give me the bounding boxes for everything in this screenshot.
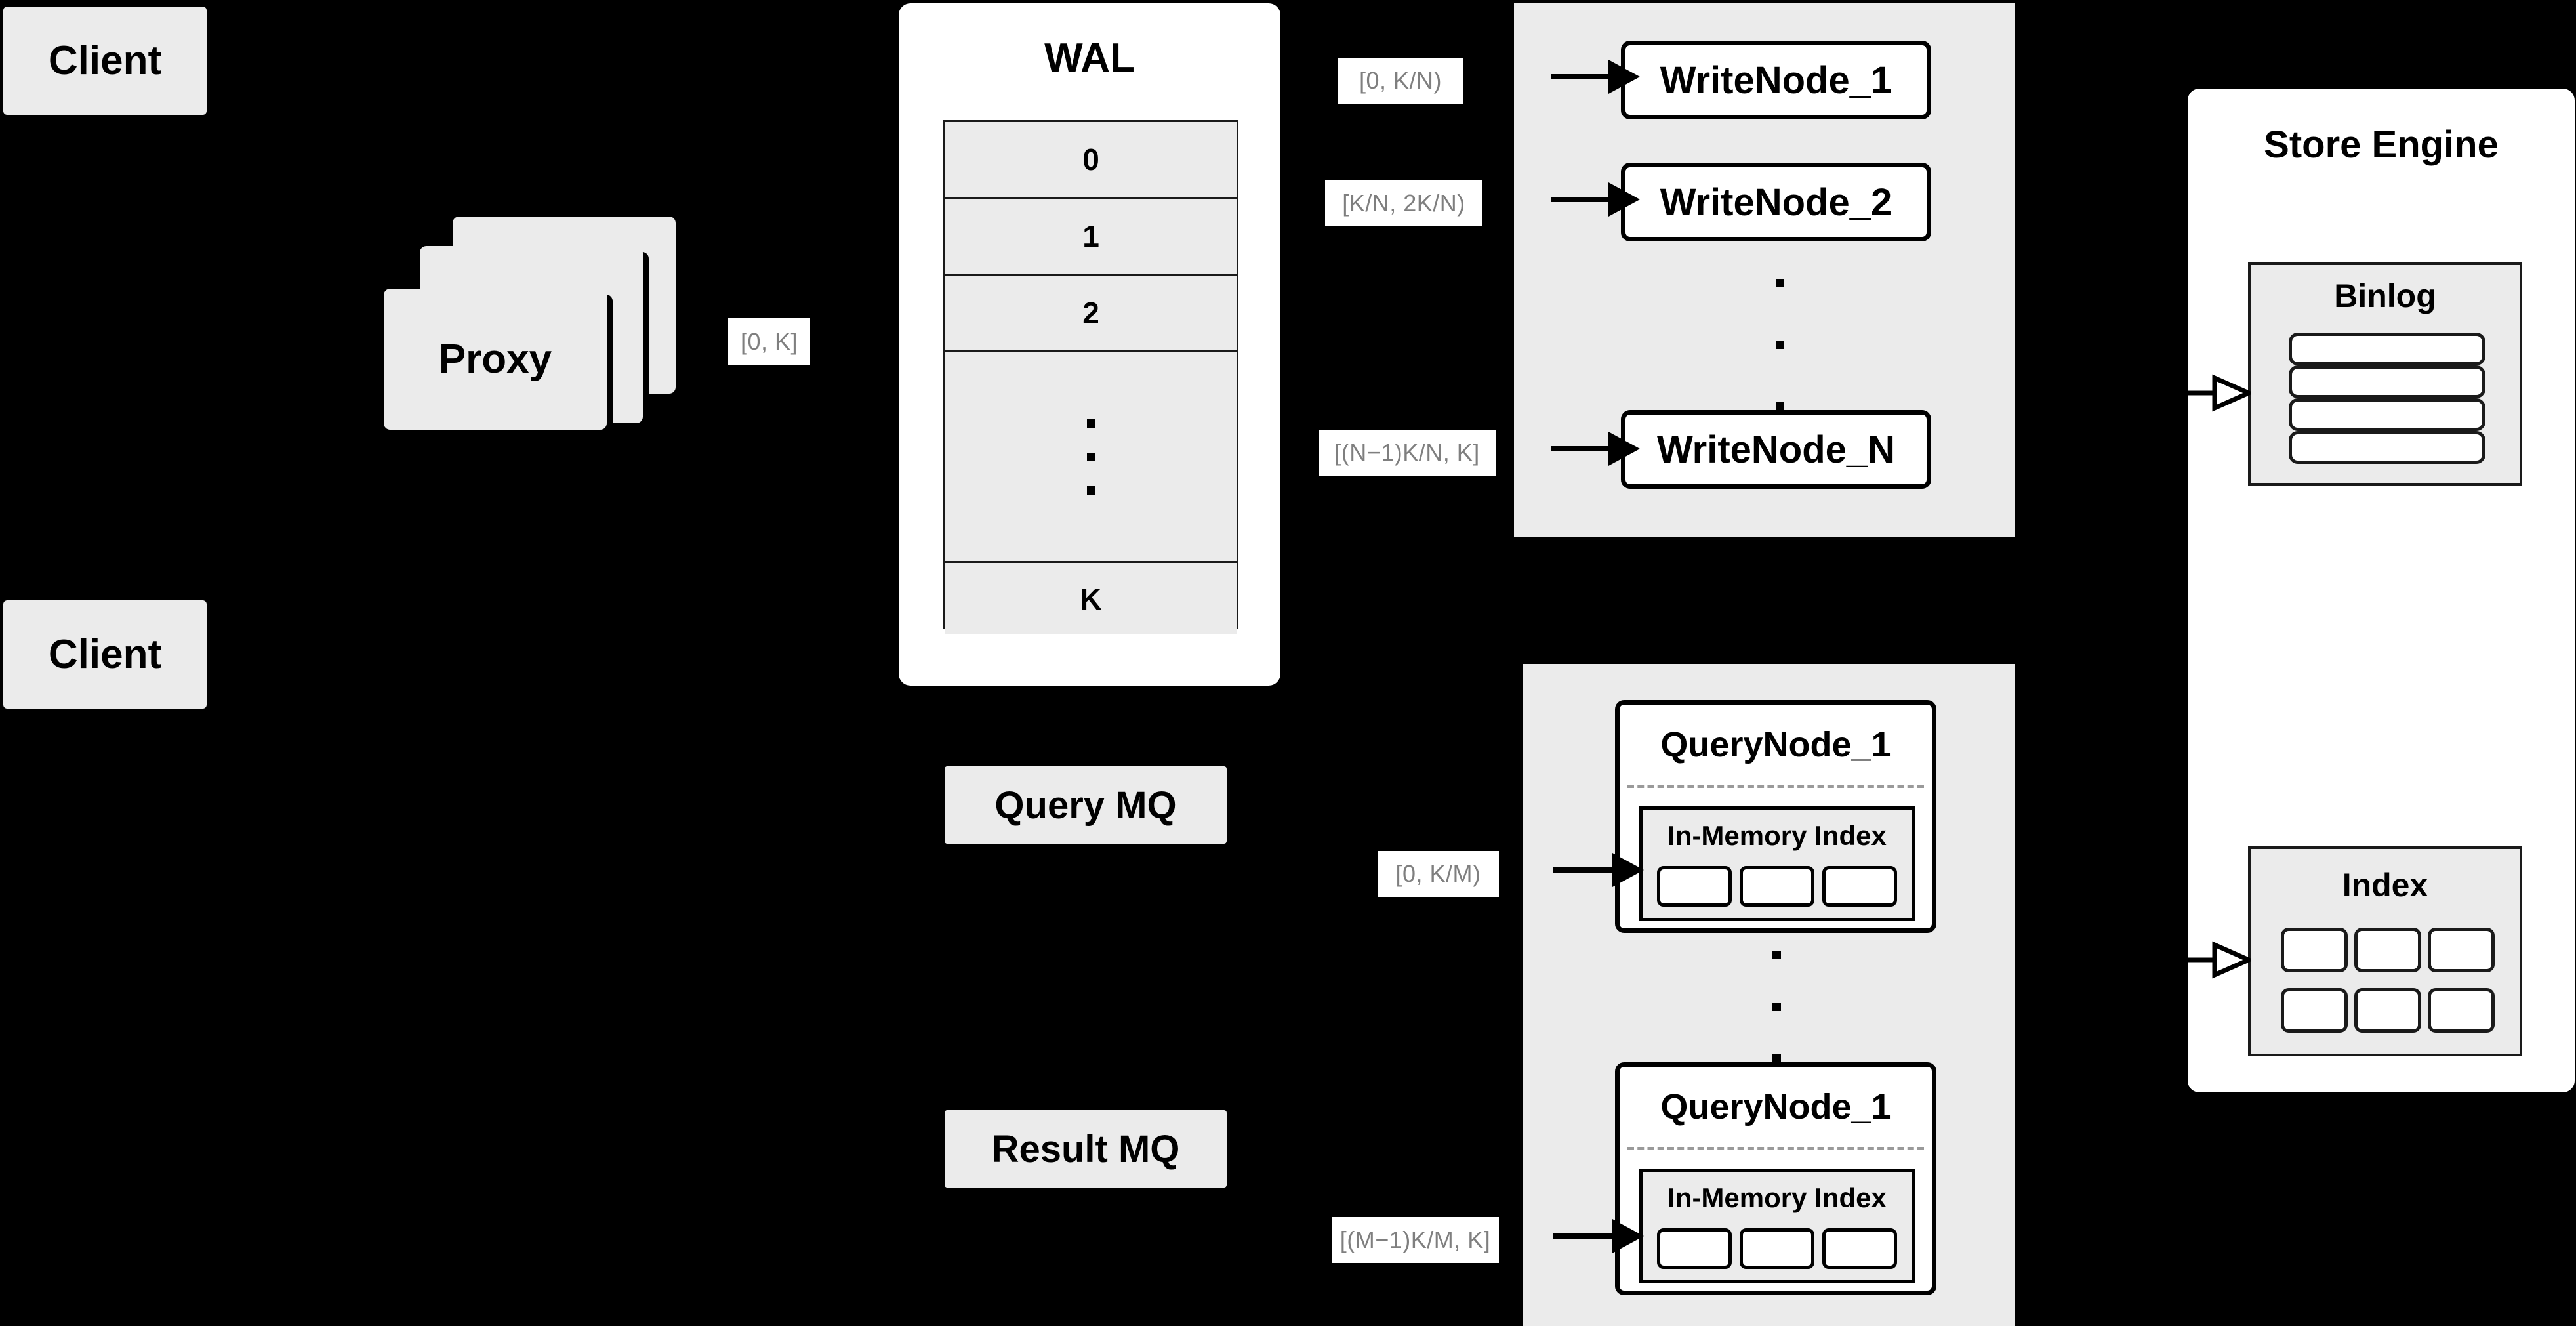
query-node-2-index-cells <box>1657 1228 1897 1269</box>
index-grid-row-1 <box>2281 928 2495 972</box>
query-node-2[interactable]: QueryNode_1 In-Memory Index <box>1615 1062 1936 1295</box>
proxy-range-label: [0, K] <box>728 318 810 365</box>
index-cell-1-1 <box>2281 928 2348 972</box>
index-grid-row-2 <box>2281 988 2495 1033</box>
write-node-n[interactable]: WriteNode_N <box>1621 410 1931 489</box>
query-node-1[interactable]: QueryNode_1 In-Memory Index <box>1615 700 1936 933</box>
write-arrow-head-n <box>1608 432 1640 466</box>
write-arrow-head-1 <box>1608 60 1640 94</box>
result-mq-label: Result MQ <box>991 1127 1180 1171</box>
index-cell-2-3 <box>2428 988 2495 1033</box>
binlog-rows <box>2289 333 2485 464</box>
write-node-n-label: WriteNode_N <box>1656 428 1896 471</box>
write-ellipsis-dot-1 <box>1775 279 1784 287</box>
write-node-1-label: WriteNode_1 <box>1660 58 1892 102</box>
index-inbound-arrow <box>2188 940 2251 980</box>
query-node-1-divider <box>1627 785 1924 788</box>
query-node-1-inmemory-index: In-Memory Index <box>1639 806 1915 921</box>
write-node-group: WriteNode_1 WriteNode_2 WriteNode_N <box>1514 3 2015 537</box>
client-label-2: Client <box>48 632 162 677</box>
write-ellipsis-dot-2 <box>1775 340 1784 349</box>
result-mq-box[interactable]: Result MQ <box>945 1110 1227 1188</box>
query-arrow-head-2 <box>1612 1219 1644 1253</box>
query-node-2-index-cell-2 <box>1740 1228 1814 1269</box>
wal-row-k: K <box>945 563 1237 634</box>
query-node-2-title: QueryNode_1 <box>1660 1087 1891 1127</box>
query-node-1-title: QueryNode_1 <box>1660 725 1891 764</box>
index-cell-2-2 <box>2354 988 2421 1033</box>
binlog-inbound-arrow <box>2188 373 2251 413</box>
index-title: Index <box>2342 867 2428 903</box>
wal-ellipsis-dot-1 <box>1086 419 1095 428</box>
query-node-ellipsis <box>1770 951 1783 1062</box>
proxy-label: Proxy <box>438 337 552 382</box>
client-box-2[interactable]: Client <box>3 600 207 709</box>
index-box: Index <box>2248 846 2522 1056</box>
query-range-label-1: [0, K/M) <box>1378 851 1499 897</box>
binlog-box: Binlog <box>2248 262 2522 486</box>
query-arrow-line-2 <box>1553 1233 1612 1239</box>
query-range-label-2: [(M−1)K/M, K] <box>1332 1217 1499 1263</box>
index-grid <box>2281 928 2495 1033</box>
wal-title: WAL <box>1044 35 1135 81</box>
query-arrow-line-1 <box>1553 867 1612 873</box>
client-box-1[interactable]: Client <box>3 7 207 115</box>
write-ellipsis-dot-3 <box>1775 402 1784 410</box>
query-node-2-index-cell-3 <box>1822 1228 1897 1269</box>
query-mq-label: Query MQ <box>994 783 1177 827</box>
wal-panel: WAL 0 1 2 K <box>899 3 1280 686</box>
query-node-1-index-title: In-Memory Index <box>1667 820 1887 851</box>
query-ellipsis-dot-2 <box>1772 1002 1781 1011</box>
client-label-1: Client <box>48 38 162 83</box>
query-ellipsis-dot-1 <box>1772 951 1781 959</box>
write-range-label-1: [0, K/N) <box>1338 58 1463 104</box>
wal-row-1: 1 <box>945 199 1237 276</box>
write-node-2[interactable]: WriteNode_2 <box>1621 163 1931 241</box>
write-range-label-2: [K/N, 2K/N) <box>1325 180 1482 226</box>
write-arrow-line-2 <box>1551 197 1608 202</box>
binlog-row-2 <box>2289 365 2485 398</box>
store-engine-title: Store Engine <box>2264 123 2499 166</box>
query-node-group: QueryNode_1 In-Memory Index QueryNode_1 <box>1523 664 2015 1326</box>
query-node-2-inmemory-index: In-Memory Index <box>1639 1169 1915 1283</box>
index-cell-1-3 <box>2428 928 2495 972</box>
query-arrow-head-1 <box>1612 853 1644 887</box>
write-node-1[interactable]: WriteNode_1 <box>1621 41 1931 119</box>
index-cell-1-2 <box>2354 928 2421 972</box>
wal-ellipsis-dot-2 <box>1086 452 1095 461</box>
wal-row-0: 0 <box>945 122 1237 199</box>
write-arrow-head-2 <box>1608 182 1640 217</box>
write-node-ellipsis <box>1773 279 1786 410</box>
query-node-2-divider <box>1627 1147 1924 1150</box>
wal-row-2: 2 <box>945 276 1237 352</box>
query-node-2-index-cell-1 <box>1657 1228 1732 1269</box>
query-node-1-index-cell-2 <box>1740 866 1814 907</box>
binlog-row-4 <box>2289 431 2485 464</box>
write-range-label-n: [(N−1)K/N, K] <box>1319 430 1496 476</box>
query-node-1-index-cells <box>1657 866 1897 907</box>
query-node-1-index-cell-3 <box>1822 866 1897 907</box>
store-engine-panel: Store Engine Binlog Index <box>2188 89 2575 1092</box>
wal-row-ellipsis <box>945 352 1237 563</box>
binlog-title: Binlog <box>2334 278 2436 314</box>
write-arrow-line-n <box>1551 446 1608 451</box>
wal-ellipsis-dot-3 <box>1086 486 1095 495</box>
wal-table: 0 1 2 K <box>943 120 1238 634</box>
proxy-box[interactable]: Proxy <box>384 289 607 430</box>
write-node-2-label: WriteNode_2 <box>1660 180 1892 224</box>
index-cell-2-1 <box>2281 988 2348 1033</box>
query-ellipsis-dot-3 <box>1772 1054 1781 1062</box>
query-mq-box[interactable]: Query MQ <box>945 766 1227 844</box>
query-node-1-index-cell-1 <box>1657 866 1732 907</box>
query-node-2-index-title: In-Memory Index <box>1667 1182 1887 1213</box>
binlog-row-3 <box>2289 398 2485 431</box>
binlog-row-1 <box>2289 333 2485 365</box>
write-arrow-line-1 <box>1551 74 1608 79</box>
